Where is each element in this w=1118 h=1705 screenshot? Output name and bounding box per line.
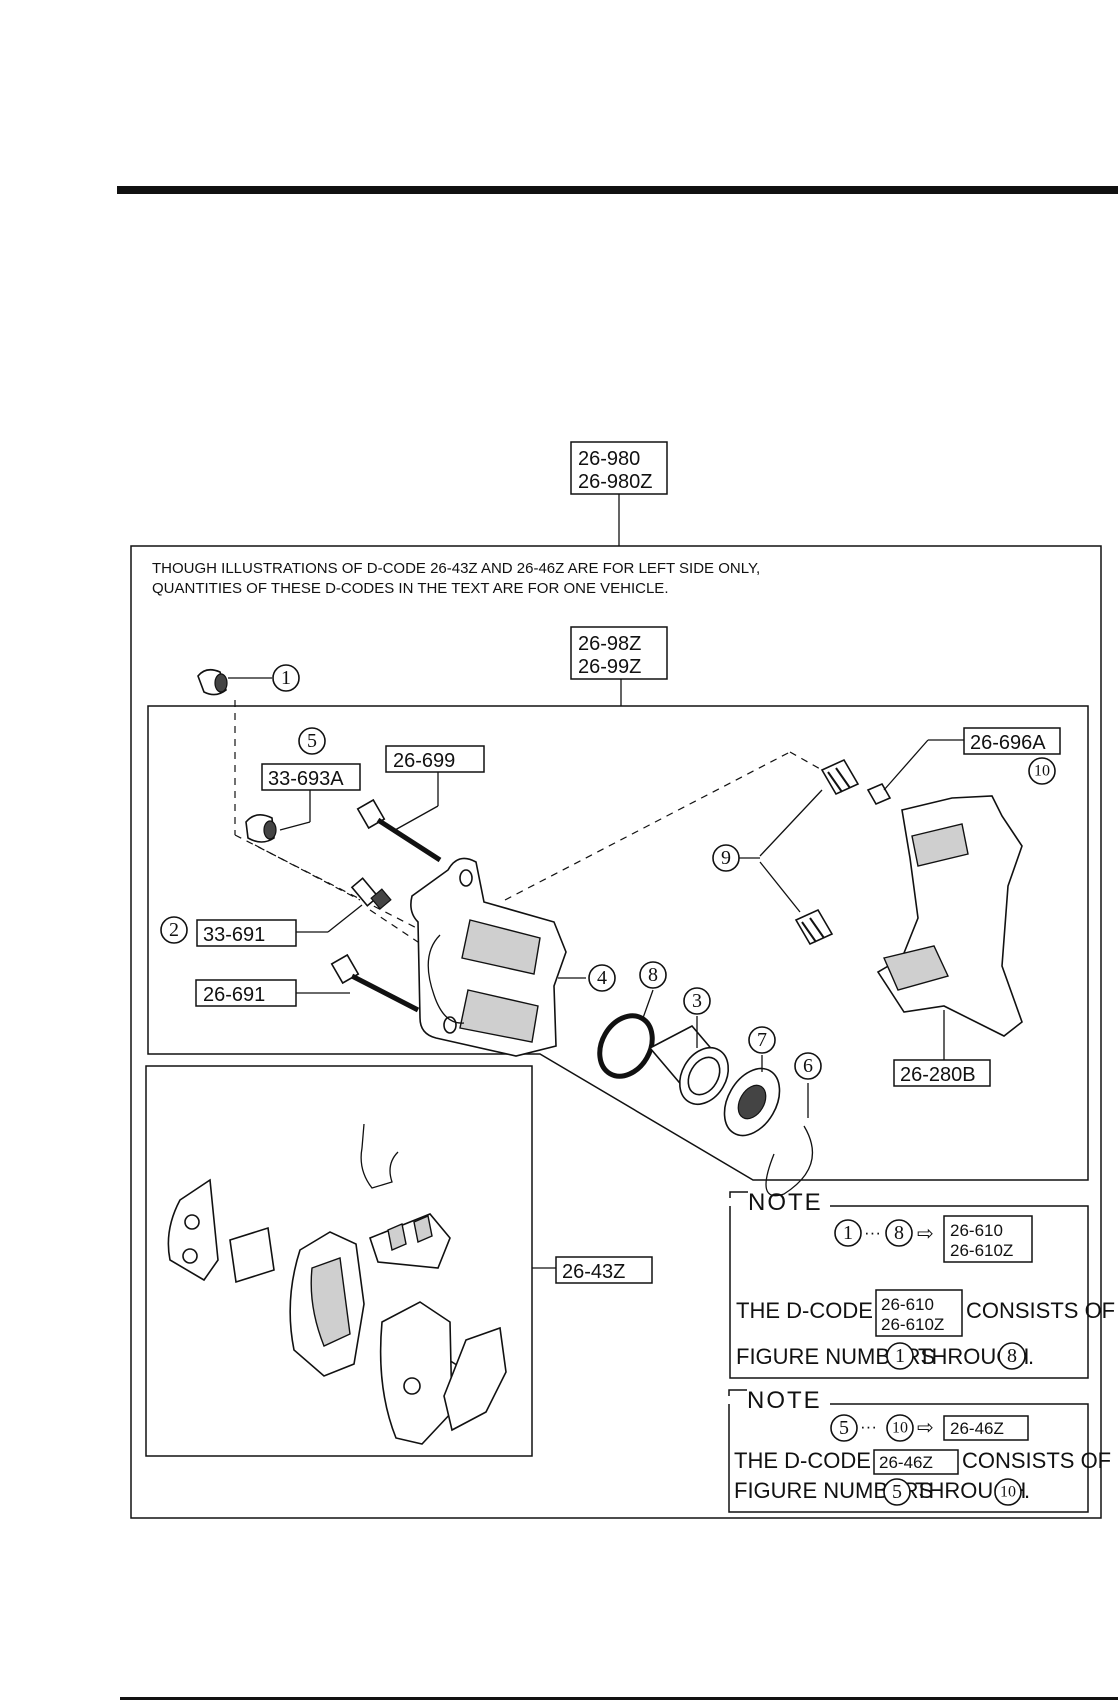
- caliper-set-code-box: 26-98Z 26-99Z: [570, 626, 668, 680]
- svg-text:26-980Z: 26-980Z: [578, 471, 653, 493]
- svg-text:26-610Z: 26-610Z: [881, 1315, 944, 1334]
- boot-part-5: [245, 814, 277, 843]
- svg-text:33-691: 33-691: [203, 924, 265, 946]
- svg-text:···: ···: [860, 1417, 877, 1436]
- assembly-code-box: 26-980 26-980Z: [570, 441, 668, 495]
- code-box-33-691: 33-691: [196, 919, 297, 947]
- svg-text:7: 7: [757, 1029, 767, 1051]
- code-box-33-693a: 33-693A: [261, 763, 361, 791]
- svg-text:.: .: [1028, 1344, 1034, 1369]
- svg-text:NOTE: NOTE: [747, 1387, 822, 1414]
- caption-line-2: QUANTITIES OF THESE D-CODES IN THE TEXT …: [152, 580, 668, 597]
- svg-text:8: 8: [1007, 1345, 1017, 1367]
- svg-text:4: 4: [597, 967, 607, 989]
- svg-text:5: 5: [839, 1417, 849, 1439]
- note-1: NOTE 1 ··· 8 ⇨ 26-610 26-610Z THE D-CODE…: [729, 1189, 1115, 1379]
- svg-text:26-980: 26-980: [578, 448, 640, 470]
- code-box-26-280b: 26-280B: [893, 1059, 991, 1087]
- caption-line-1: THOUGH ILLUSTRATIONS OF D-CODE 26-43Z AN…: [152, 560, 760, 577]
- svg-text:26-696A: 26-696A: [970, 732, 1046, 754]
- dust-boot-part-7: [723, 1067, 781, 1137]
- svg-text:26-610: 26-610: [950, 1221, 1003, 1240]
- svg-text:26-46Z: 26-46Z: [950, 1419, 1004, 1438]
- top-rule: [117, 186, 1118, 194]
- brake-pad-inner: [289, 1231, 365, 1377]
- svg-text:2: 2: [169, 919, 179, 941]
- svg-text:6: 6: [803, 1055, 813, 1077]
- code-box-26-43z: 26-43Z: [555, 1256, 653, 1284]
- code-box-26-691: 26-691: [195, 979, 297, 1007]
- seal-ring-part-8: [597, 1013, 655, 1079]
- pads-frame: [145, 1065, 533, 1457]
- mounting-bracket: [876, 795, 1023, 1037]
- svg-text:···: ···: [864, 1223, 881, 1242]
- callout-9: 9: [712, 844, 740, 872]
- svg-text:3: 3: [692, 990, 702, 1012]
- code-box-26-696a: 26-696A: [963, 727, 1061, 755]
- snap-ring-part-6: [765, 1125, 813, 1197]
- guide-pin-part-9-upper: [820, 758, 860, 796]
- svg-text:10: 10: [1000, 1484, 1016, 1501]
- svg-text:⇨: ⇨: [917, 1417, 934, 1439]
- svg-text:CONSISTS OF: CONSISTS OF: [966, 1298, 1115, 1323]
- svg-text:9: 9: [721, 847, 731, 869]
- callout-4: 4: [588, 964, 616, 992]
- caliper-body-part-4: [410, 857, 567, 1057]
- svg-text:CONSISTS OF: CONSISTS OF: [962, 1448, 1111, 1473]
- brake-pad-outer: [379, 1301, 453, 1445]
- svg-text:26-46Z: 26-46Z: [879, 1453, 933, 1472]
- callout-1: 1: [272, 664, 300, 692]
- svg-text:33-693A: 33-693A: [268, 768, 344, 790]
- svg-text:⇨: ⇨: [917, 1223, 934, 1245]
- callout-2: 2: [160, 916, 188, 944]
- bottom-rule: [120, 1697, 1118, 1700]
- svg-text:10: 10: [1034, 763, 1050, 780]
- guide-pin-part-9-lower: [794, 908, 834, 946]
- callout-3: 3: [683, 987, 711, 1015]
- caliper-frame: [147, 705, 1089, 1181]
- shim-inner: [443, 1326, 507, 1432]
- anti-squeal-shim: [229, 1226, 275, 1284]
- callout-7: 7: [748, 1026, 776, 1054]
- piston-part-3: [648, 1024, 730, 1106]
- svg-text:1: 1: [895, 1345, 905, 1367]
- svg-text:26-610Z: 26-610Z: [950, 1241, 1013, 1260]
- code-box-26-699: 26-699: [385, 745, 485, 773]
- svg-text:8: 8: [894, 1222, 904, 1244]
- svg-text:1: 1: [281, 667, 291, 689]
- bolt-26-699: [356, 798, 442, 863]
- svg-text:26-691: 26-691: [203, 984, 265, 1006]
- callout-8: 8: [639, 961, 667, 989]
- svg-text:26-280B: 26-280B: [900, 1064, 976, 1086]
- svg-text:10: 10: [892, 1420, 908, 1437]
- boot-part-1: [197, 668, 228, 696]
- svg-text:26-43Z: 26-43Z: [562, 1261, 625, 1283]
- svg-text:.: .: [1024, 1478, 1030, 1503]
- note-2: NOTE 5 ··· 10 ⇨ 26-46Z THE D-CODE OF 26-…: [728, 1387, 1111, 1513]
- svg-text:5: 5: [307, 730, 317, 752]
- pad-spring-clip: [360, 1123, 399, 1189]
- callout-6: 6: [794, 1052, 822, 1080]
- svg-text:1: 1: [843, 1222, 853, 1244]
- svg-text:NOTE: NOTE: [748, 1189, 823, 1216]
- svg-text:26-98Z: 26-98Z: [578, 633, 641, 655]
- svg-text:26-699: 26-699: [393, 750, 455, 772]
- callout-10: 10: [1028, 757, 1056, 785]
- bolt-26-691: [330, 953, 420, 1013]
- outer-frame: [130, 545, 1102, 1519]
- svg-text:26-610: 26-610: [881, 1295, 934, 1314]
- svg-text:8: 8: [648, 964, 658, 986]
- svg-text:5: 5: [892, 1481, 902, 1503]
- pin-part-2: [350, 877, 392, 910]
- callout-5: 5: [298, 727, 326, 755]
- shim-outer: [167, 1178, 219, 1282]
- pad-retainer-clip: [369, 1213, 451, 1269]
- svg-text:26-99Z: 26-99Z: [578, 656, 641, 678]
